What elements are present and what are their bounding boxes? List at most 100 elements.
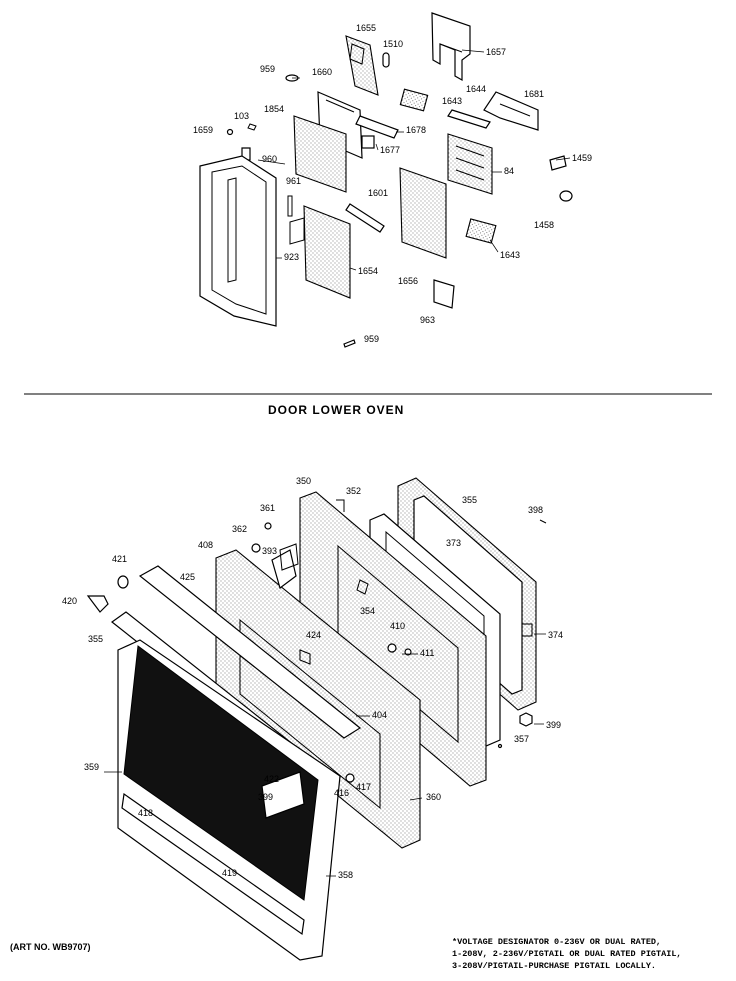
part-361 [264, 522, 272, 530]
label-1660: 1660 [312, 67, 332, 77]
label-959-lower: 959 [364, 334, 379, 344]
part-1655 [345, 35, 379, 96]
label-1601: 1601 [368, 188, 388, 198]
label-420: 420 [62, 596, 77, 606]
part-1644 [447, 109, 491, 129]
label-355-top: 355 [462, 495, 477, 505]
label-352: 352 [346, 486, 361, 496]
label-418: 418 [138, 808, 153, 818]
part-103 [247, 123, 257, 131]
part-961 [287, 195, 293, 217]
label-1643-lower: 1643 [500, 250, 520, 260]
part-1656 [399, 167, 447, 259]
part-1678 [355, 115, 399, 139]
label-355-trim: 355 [88, 634, 103, 644]
part-1643-top [399, 88, 429, 112]
voltage-note-line-2: 1-208V, 2-236V/PIGTAIL OR DUAL RATED PIG… [452, 949, 682, 959]
part-424 [299, 649, 311, 665]
part-959-lower [343, 339, 356, 348]
label-399-right: 399 [546, 720, 561, 730]
label-357: 357 [514, 734, 529, 744]
part-1681 [483, 91, 539, 131]
door-assembly: 350 352 355 398 361 362 393 408 373 421 … [62, 476, 563, 961]
part-84 [447, 133, 493, 195]
label-399-left: 399 [258, 792, 273, 802]
label-960: 960 [262, 154, 277, 164]
part-358-glass [123, 645, 319, 901]
label-1854: 1854 [264, 104, 284, 114]
label-421: 421 [112, 554, 127, 564]
part-354 [356, 579, 369, 595]
part-399-nut [519, 712, 533, 727]
label-1681: 1681 [524, 89, 544, 99]
voltage-note-line-3: 3-208V/PIGTAIL-PURCHASE PIGTAIL LOCALLY. [452, 961, 656, 971]
label-1644: 1644 [466, 84, 486, 94]
part-411 [404, 648, 412, 656]
part-417 [345, 773, 355, 783]
part-410 [387, 643, 397, 653]
label-1678: 1678 [406, 125, 426, 135]
part-963 [433, 279, 455, 309]
label-1655: 1655 [356, 23, 376, 33]
label-959-upper: 959 [260, 64, 275, 74]
label-1656: 1656 [398, 276, 418, 286]
label-419: 419 [222, 868, 237, 878]
label-961: 961 [286, 176, 301, 186]
label-411: 411 [420, 648, 434, 658]
part-398 [539, 519, 547, 524]
part-425-channel [138, 565, 362, 739]
label-361: 361 [260, 503, 275, 513]
label-362: 362 [232, 524, 247, 534]
art-number: (ART NO. WB9707) [10, 942, 91, 952]
part-1601 [345, 203, 385, 233]
label-410: 410 [390, 621, 405, 631]
part-1458 [559, 190, 573, 202]
part-352 [336, 499, 345, 512]
part-1677 [361, 135, 375, 149]
label-374: 374 [548, 630, 563, 640]
part-357 [497, 743, 503, 749]
part-393 [279, 543, 299, 571]
section-title: DOOR LOWER OVEN [268, 403, 404, 417]
label-425: 425 [180, 572, 195, 582]
part-923 [199, 155, 277, 327]
part-1459 [549, 155, 567, 171]
part-1654 [303, 205, 351, 299]
part-1657 [431, 12, 471, 82]
label-408: 408 [198, 540, 213, 550]
part-374 [521, 623, 533, 637]
part-420 [86, 595, 109, 613]
label-360: 360 [426, 792, 441, 802]
label-354: 354 [360, 606, 375, 616]
part-1643-lower [465, 218, 497, 244]
label-393: 393 [262, 546, 277, 556]
label-1458: 1458 [534, 220, 554, 230]
part-362 [251, 543, 261, 553]
part-1659 [226, 128, 234, 136]
part-1510 [382, 52, 390, 68]
label-1459: 1459 [572, 153, 592, 163]
label-417: 417 [356, 782, 371, 792]
label-1657: 1657 [486, 47, 506, 57]
label-404: 404 [372, 710, 387, 720]
label-1643-top: 1643 [442, 96, 462, 106]
label-416: 416 [334, 788, 349, 798]
label-963: 963 [420, 315, 435, 325]
label-103: 103 [234, 111, 249, 121]
label-358: 358 [338, 870, 353, 880]
label-398: 398 [528, 505, 543, 515]
part-422-bracket [261, 771, 305, 819]
label-84: 84 [504, 166, 514, 176]
part-419-trim [121, 792, 305, 936]
label-1654: 1654 [358, 266, 378, 276]
label-350: 350 [296, 476, 311, 486]
label-1510: 1510 [383, 39, 403, 49]
label-1677: 1677 [380, 145, 400, 155]
label-424: 424 [306, 630, 321, 640]
label-373: 373 [446, 538, 461, 548]
voltage-note-line-1: *VOLTAGE DESIGNATOR 0-236V OR DUAL RATED… [452, 937, 661, 947]
part-1854 [293, 115, 347, 193]
label-923: 923 [284, 252, 299, 262]
upper-assembly: 1655 1510 1657 959 1660 1644 1681 1643 1… [193, 12, 592, 348]
